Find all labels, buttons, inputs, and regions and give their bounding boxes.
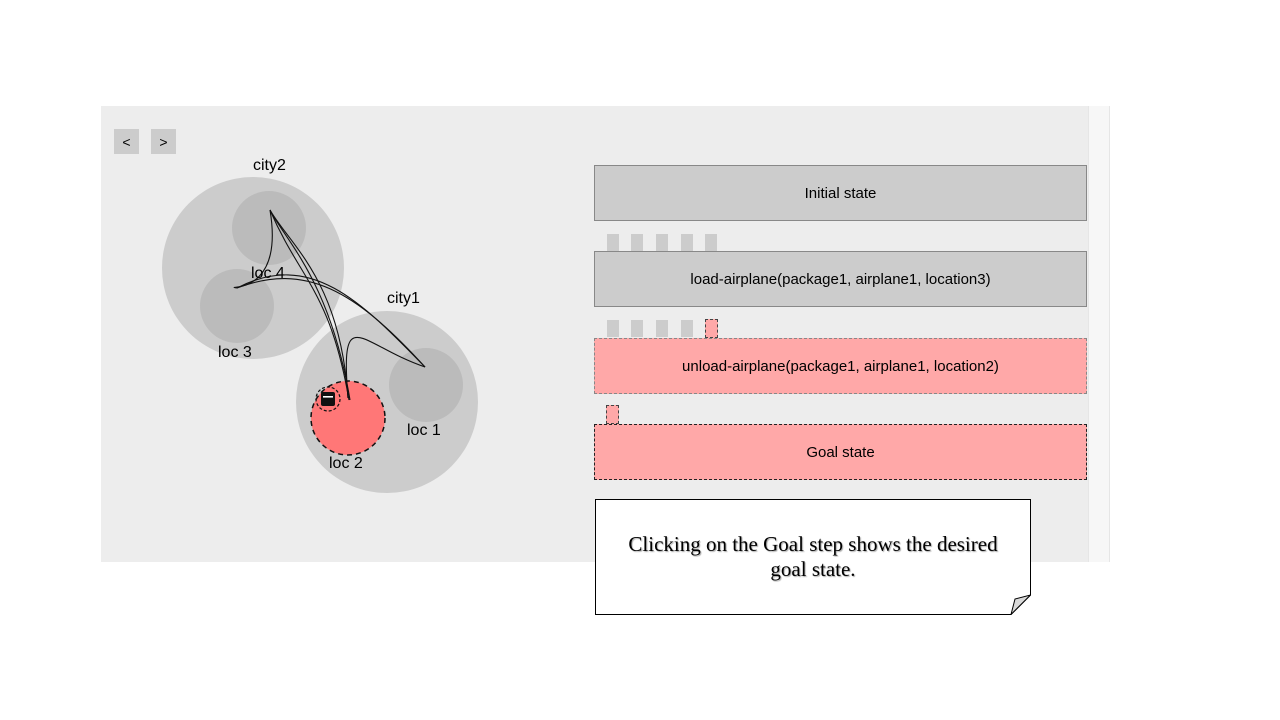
step-connector-highlight — [606, 405, 619, 424]
step-connector — [631, 234, 643, 251]
note-shape — [595, 499, 1031, 615]
next-button[interactable]: > — [151, 129, 176, 154]
flight-path — [233, 209, 426, 401]
step-goal-state[interactable]: Goal state — [594, 424, 1087, 480]
step-connector — [681, 234, 693, 251]
step-label: load-airplane(package1, airplane1, locat… — [690, 270, 991, 288]
callout-text: Clicking on the Goal step shows the desi… — [628, 532, 998, 581]
step-label: Initial state — [804, 184, 877, 202]
step-initial-state[interactable]: Initial state — [594, 165, 1087, 221]
location-label: loc 3 — [218, 344, 252, 361]
step-load-airplane[interactable]: load-airplane(package1, airplane1, locat… — [594, 251, 1087, 307]
step-connector — [607, 320, 619, 337]
step-connector — [705, 234, 717, 251]
step-label: Goal state — [806, 443, 875, 461]
step-connector — [681, 320, 693, 337]
step-connector — [631, 320, 643, 337]
callout-note: Clicking on the Goal step shows the desi… — [595, 499, 1031, 615]
location-loc-3[interactable] — [200, 269, 274, 343]
location-label: loc 4 — [251, 265, 285, 282]
map-view: city2 loc 4 loc 3 city1 loc 1 loc 2 — [162, 157, 478, 493]
step-connector-highlight — [705, 319, 718, 338]
package-icon[interactable] — [315, 386, 341, 412]
prev-button[interactable]: < — [114, 129, 139, 154]
city-label: city2 — [253, 157, 286, 174]
location-loc-4[interactable] — [232, 191, 306, 265]
step-connector — [656, 320, 668, 337]
step-label: unload-airplane(package1, airplane1, loc… — [682, 357, 999, 375]
city-label: city1 — [387, 290, 420, 307]
step-connector — [607, 234, 619, 251]
location-label: loc 2 — [329, 455, 363, 472]
location-loc-1[interactable] — [389, 348, 463, 422]
step-unload-airplane[interactable]: unload-airplane(package1, airplane1, loc… — [594, 338, 1087, 394]
scrollbar[interactable] — [1088, 106, 1110, 562]
step-connector — [656, 234, 668, 251]
location-label: loc 1 — [407, 422, 441, 439]
